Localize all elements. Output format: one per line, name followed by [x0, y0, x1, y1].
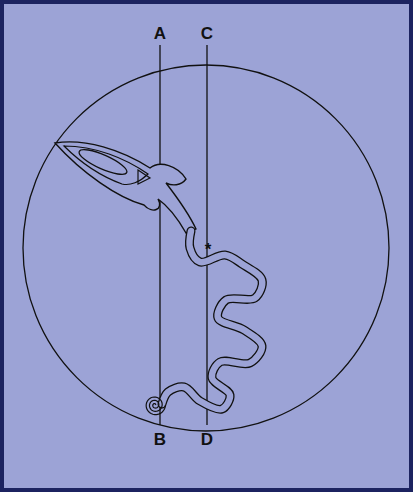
cut-label: C	[201, 25, 213, 42]
background-panel	[4, 4, 409, 488]
marker-symbol: *	[205, 241, 212, 258]
dish-outline	[23, 65, 389, 431]
pharynx-mark	[138, 170, 150, 184]
eye-spot	[76, 145, 129, 179]
cut-label: A	[154, 25, 166, 42]
worm-head	[55, 142, 196, 233]
cut-label: D	[201, 431, 213, 448]
cut-line	[206, 45, 207, 425]
tail-fill	[162, 231, 262, 409]
label-slot: *	[205, 241, 212, 258]
label-slot: D	[201, 431, 213, 448]
label-slot: B	[154, 431, 166, 448]
cut-label: B	[154, 431, 166, 448]
label-slot: C	[201, 25, 213, 42]
worm-tail	[146, 231, 262, 415]
label-slot: A	[154, 25, 166, 42]
head-inner-outline	[64, 146, 148, 185]
cut-line	[159, 45, 160, 425]
tail-spiral	[146, 397, 165, 415]
tail-outline	[162, 231, 262, 409]
